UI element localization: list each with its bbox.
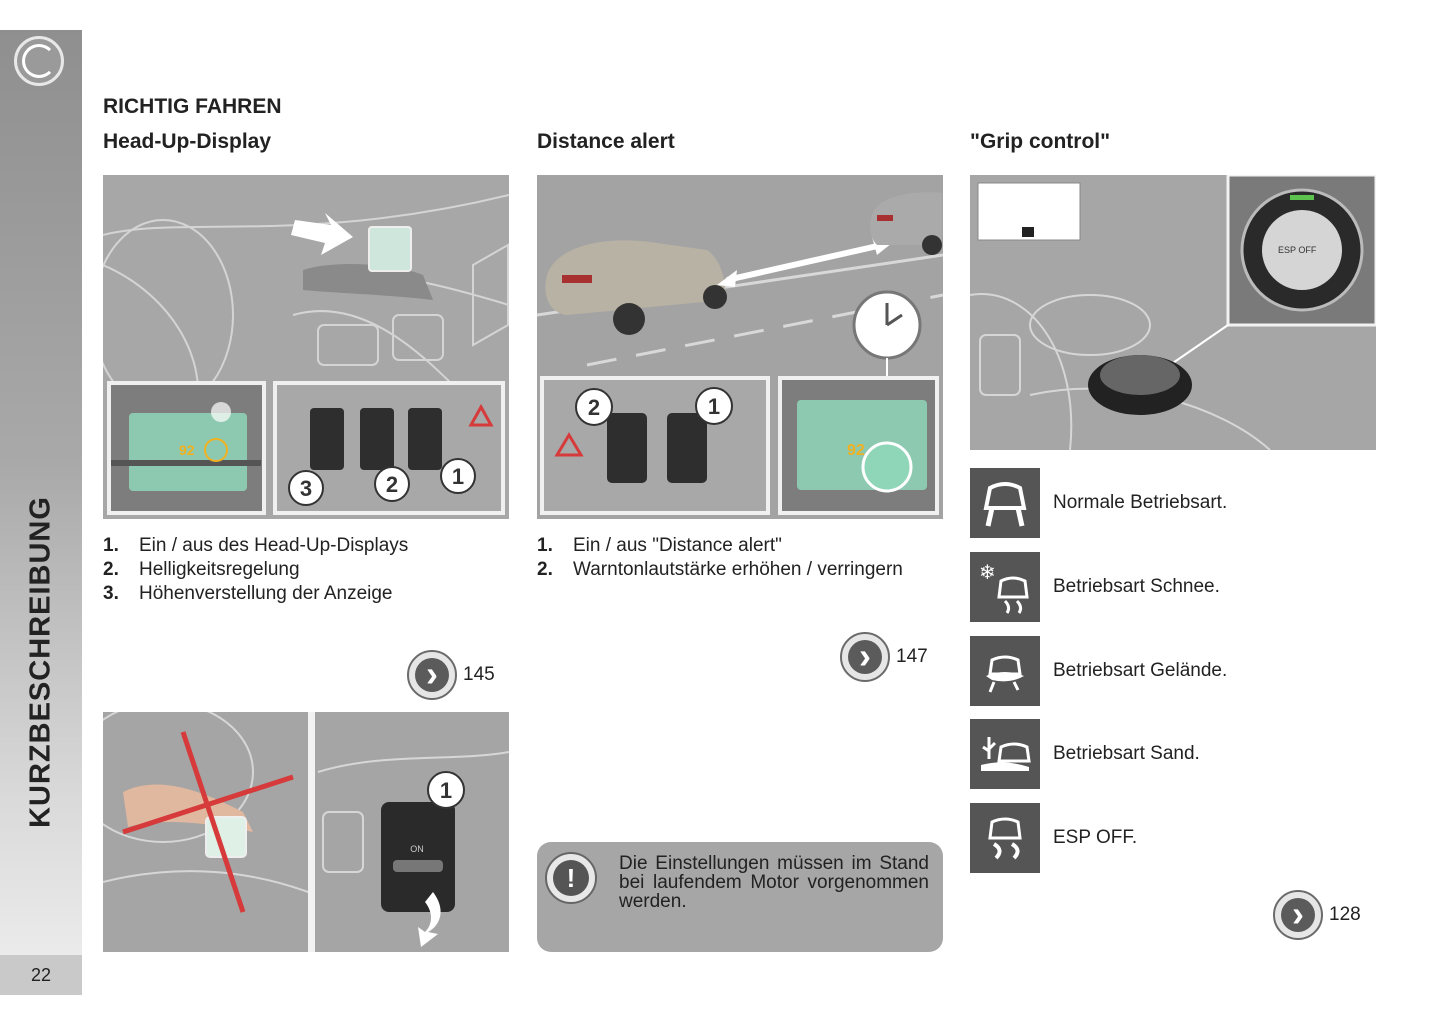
chevron-right-icon <box>407 650 457 700</box>
esp-off-icon <box>970 803 1040 873</box>
list-item: 1.Ein / aus des Head-Up-Displays <box>103 535 409 556</box>
chevron-right-icon <box>840 632 890 682</box>
hazard-icon <box>554 432 584 457</box>
hud-onoff-button[interactable] <box>381 802 455 912</box>
mode-normal: Normale Betriebsart. <box>970 468 1370 538</box>
distance-icon <box>861 441 913 493</box>
hud-speed-value: 92 <box>847 442 865 459</box>
car-front <box>545 240 727 335</box>
height-button[interactable] <box>310 408 344 470</box>
esp-off-label: ESP OFF <box>1278 245 1317 255</box>
callout-2: 2 <box>386 472 398 497</box>
distance-page-reference[interactable]: 147 <box>840 632 928 682</box>
distance-title: Distance alert <box>537 130 675 153</box>
ref-page: 128 <box>1329 904 1361 925</box>
mode-label: Betriebsart Gelände. <box>1053 660 1228 681</box>
chevron-right-icon <box>1273 890 1323 940</box>
brightness-button[interactable] <box>360 408 394 470</box>
mode-label: Betriebsart Schnee. <box>1053 576 1220 597</box>
callout-1: 1 <box>452 464 464 489</box>
distance-icon <box>204 438 228 462</box>
distance-illustration: 2 1 92 <box>537 175 943 519</box>
callout-3: 3 <box>300 476 312 501</box>
hud-speed-value: 92 <box>179 442 195 458</box>
mode-esp-off: ESP OFF. <box>970 803 1370 873</box>
ref-page: 147 <box>896 646 928 667</box>
car-rear <box>870 192 942 255</box>
hud-page-reference[interactable]: 145 <box>407 650 495 700</box>
mode-mud: Betriebsart Gelände. <box>970 636 1370 706</box>
arrow-down-icon <box>418 892 441 947</box>
list-item: 2.Helligkeitsregelung <box>103 558 300 580</box>
hud-storage-illustration: ON 1 <box>103 712 509 952</box>
mode-sand: Betriebsart Sand. <box>970 719 1370 789</box>
volume-button[interactable] <box>607 413 647 483</box>
mode-label: Betriebsart Sand. <box>1053 743 1200 764</box>
on-label: ON <box>410 844 424 854</box>
grip-page-reference[interactable]: 128 <box>1273 890 1361 940</box>
grip-illustration: ESP OFF <box>970 175 1376 450</box>
ref-page: 145 <box>463 664 495 685</box>
callout-2: 2 <box>588 395 600 420</box>
hazard-icon <box>468 403 494 427</box>
mode-snow: ❄ Betriebsart Schnee. <box>970 552 1370 622</box>
sand-icon <box>970 719 1040 789</box>
distance-arrow <box>726 242 883 283</box>
section-circle-icon <box>14 36 64 86</box>
hud-screen <box>368 226 412 272</box>
distance-onoff-button[interactable] <box>667 413 707 483</box>
hud-illustration: 92 3 2 1 <box>103 175 509 519</box>
note-box: ! Die Einstellungen müssen im Stand bei … <box>537 842 943 952</box>
mode-label: ESP OFF. <box>1053 827 1138 848</box>
callout-1: 1 <box>440 778 452 803</box>
list-item: 1.Ein / aus "Distance alert" <box>537 535 782 556</box>
sidebar-title: KURZBESCHREIBUNG <box>24 496 57 828</box>
warning-icon: ! <box>545 852 597 904</box>
list-item: 2.Warntonlautstärke erhöhen / verringern <box>537 558 903 580</box>
distance-steps: 1.Ein / aus "Distance alert" 2.Warntonla… <box>537 536 943 584</box>
snow-icon: ❄ <box>970 552 1040 622</box>
page-title: RICHTIG FAHREN <box>103 95 282 118</box>
hud-onoff-button[interactable] <box>408 408 442 470</box>
sidebar <box>0 30 82 995</box>
svg-text:❄: ❄ <box>979 560 996 584</box>
mode-label: Normale Betriebsart. <box>1053 492 1228 513</box>
car-normal-icon <box>970 468 1040 538</box>
arrow-icon <box>291 213 353 255</box>
list-item: 3.Höhenverstellung der Anzeige <box>103 582 393 604</box>
page-number: 22 <box>0 955 82 995</box>
callout-1: 1 <box>708 394 720 419</box>
hud-title: Head-Up-Display <box>103 130 272 153</box>
hud-steps: 1.Ein / aus des Head-Up-Displays 2.Helli… <box>103 536 503 608</box>
grip-title: "Grip control" <box>970 130 1111 153</box>
note-text: Die Einstellungen müssen im Stand bei la… <box>619 853 929 912</box>
mud-icon <box>970 636 1040 706</box>
